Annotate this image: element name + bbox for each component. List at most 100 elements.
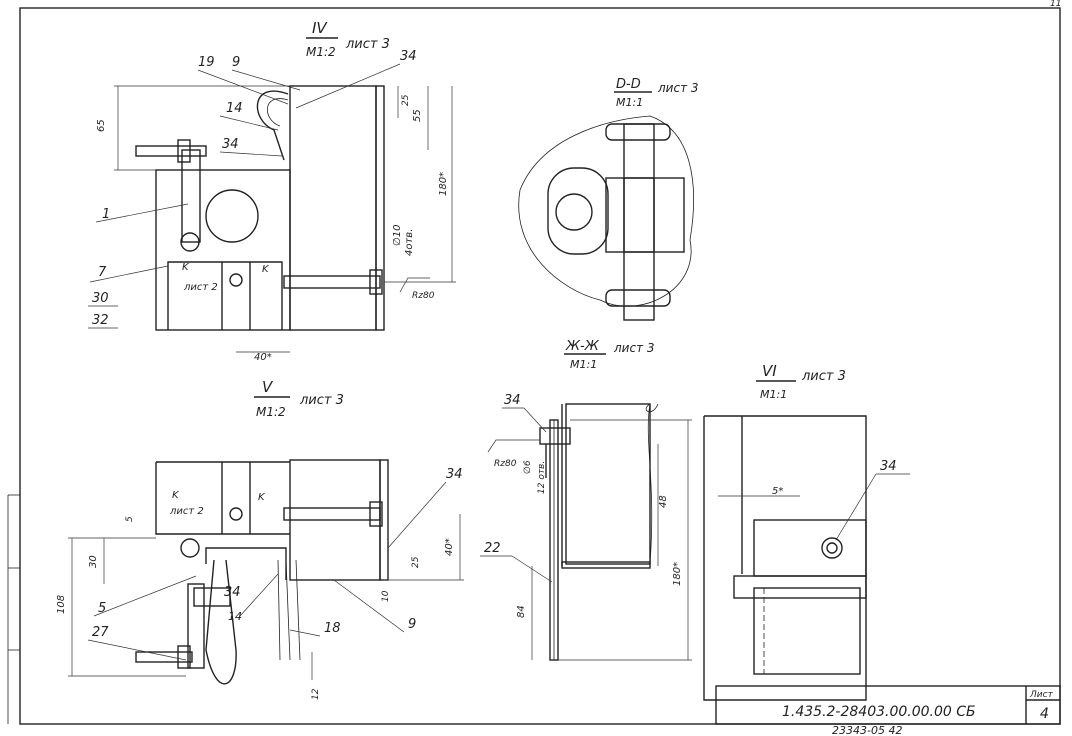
leader-side-22-b <box>511 555 553 583</box>
dim-iv-55: 55 <box>412 109 423 122</box>
view-v-sheet-ref: лист 3 <box>299 393 344 408</box>
title-block: 1.435.2-28403.00.00.00 СБ Лист 4 <box>715 685 1061 725</box>
callout-iv-34: 34 <box>222 137 239 152</box>
strip-v <box>277 559 301 661</box>
dim-iv-180: 180* <box>438 172 449 196</box>
callout-iv-7: 7 <box>98 265 107 280</box>
leader-side-34-b <box>523 407 547 433</box>
callout-v-34-right: 34 <box>446 467 463 482</box>
dim-v-5: 5 <box>125 516 135 522</box>
side-shelf <box>561 561 651 569</box>
housing-iv <box>155 169 291 331</box>
long-bolt-iv <box>283 275 381 289</box>
section-k-v-b: K <box>258 492 266 503</box>
dim-v-12: 12 <box>311 688 321 700</box>
dim-v-30: 30 <box>88 555 99 568</box>
callout-iv-9: 9 <box>232 55 240 70</box>
hole-iv <box>229 273 243 287</box>
side-break <box>647 403 653 565</box>
leader-v-5 <box>93 575 197 617</box>
leader-iv-34 <box>219 151 283 157</box>
vi-lower-block <box>733 575 867 599</box>
section-dd-scale: M1:1 <box>616 96 643 109</box>
view-iv-roman: IV <box>312 19 328 37</box>
dim-iv-dia10: ∅10 <box>392 225 403 246</box>
dim-v-10: 10 <box>381 590 391 602</box>
callout-vi-34: 34 <box>880 459 897 474</box>
archive-number: 23343-05 42 <box>832 724 902 736</box>
callout-v-9: 9 <box>408 617 416 632</box>
dim-iv-40: 40* <box>254 352 272 363</box>
dim-iv-65: 65 <box>96 119 107 132</box>
callout-side-22: 22 <box>484 541 501 556</box>
section-dd: D-D M1:1 лист 3 <box>518 77 699 321</box>
nut-v-long <box>369 501 383 527</box>
vi-plate <box>753 519 867 577</box>
view-iv-scale: M1:2 <box>306 45 336 59</box>
roughness-iv-symbol <box>399 277 430 293</box>
hole-v <box>229 507 243 521</box>
fork-dd <box>547 167 609 255</box>
seal-iv-inner <box>266 98 289 127</box>
callout-iv-14: 14 <box>226 101 243 116</box>
section-dd-sheet-ref: лист 3 <box>657 81 699 95</box>
dim-side-dia6: ∅6 <box>523 460 533 474</box>
side-break-b <box>645 403 659 413</box>
dim-vi-5: 5* <box>772 486 783 497</box>
dim-iv-25: 25 <box>401 94 411 106</box>
section-zhzh-scale: M1:1 <box>570 358 597 371</box>
bolt-v-bottom <box>135 651 193 663</box>
callout-iv-32: 32 <box>92 313 109 328</box>
callout-iv-19: 19 <box>198 55 215 70</box>
doc-number: 1.435.2-28403.00.00.00 СБ <box>782 704 976 720</box>
view-iv-sheet-ref: лист 3 <box>345 37 390 52</box>
dim-side-12holes: 12 отв. <box>537 461 547 494</box>
vi-hole-inner <box>826 542 838 554</box>
dim-v-25: 25 <box>411 556 421 568</box>
section-k-iv-sheet: лист 2 <box>183 282 218 293</box>
insulation-block-side <box>565 403 651 565</box>
plate-v <box>379 459 389 581</box>
nut-dd-bottom <box>605 289 671 307</box>
section-zhzh-sheet-ref: лист 3 <box>613 341 655 355</box>
leader-iv-14 <box>219 115 279 131</box>
callout-v-18: 18 <box>324 621 341 636</box>
bracket-iv <box>167 261 283 330</box>
vi-outline <box>703 415 867 701</box>
seal-iv <box>256 90 289 161</box>
callout-v-14: 14 <box>228 610 242 623</box>
insulation-block-iv <box>289 85 377 331</box>
leader-vi-34-b <box>835 473 877 541</box>
dim-iv-4holes: 4отв. <box>404 229 415 256</box>
sheet-number: 4 <box>1040 706 1049 722</box>
view-iv: IV M1:2 лист 3 65 25 55 <box>88 19 456 363</box>
section-dd-breakout <box>518 115 695 307</box>
callout-side-34: 34 <box>504 393 521 408</box>
corner-page-number: 11 <box>1050 0 1061 9</box>
view-v-scale: M1:2 <box>256 405 286 419</box>
leader-iv-19 <box>197 69 289 105</box>
roughness-side-symbol <box>487 439 540 453</box>
long-bolt-v <box>283 507 381 521</box>
side-bolt <box>539 427 571 445</box>
sheet-label: Лист <box>1029 690 1054 700</box>
bracket-v <box>205 547 287 580</box>
vi-foot <box>753 587 861 675</box>
dim-side-84: 84 <box>516 605 527 618</box>
callout-v-34: 34 <box>224 585 241 600</box>
section-k-v-sheet: лист 2 <box>169 506 204 517</box>
dim-side-180: 180* <box>672 562 683 586</box>
sheet-frame <box>19 7 1061 725</box>
housing-v-left <box>155 462 290 535</box>
leader-iv-34-top <box>295 63 401 109</box>
vi-hole-outer <box>821 537 843 559</box>
bolt-iv-top <box>135 145 207 157</box>
view-vi-roman: VI <box>762 362 777 380</box>
view-vi-sheet-ref: лист 3 <box>801 369 846 384</box>
leader-iv-1 <box>95 203 189 223</box>
plate-iv <box>375 85 385 331</box>
view-vi: VI M1:1 лист 3 5* 34 <box>703 362 910 701</box>
nut-dd-top <box>605 123 671 141</box>
core-dd <box>623 177 655 253</box>
